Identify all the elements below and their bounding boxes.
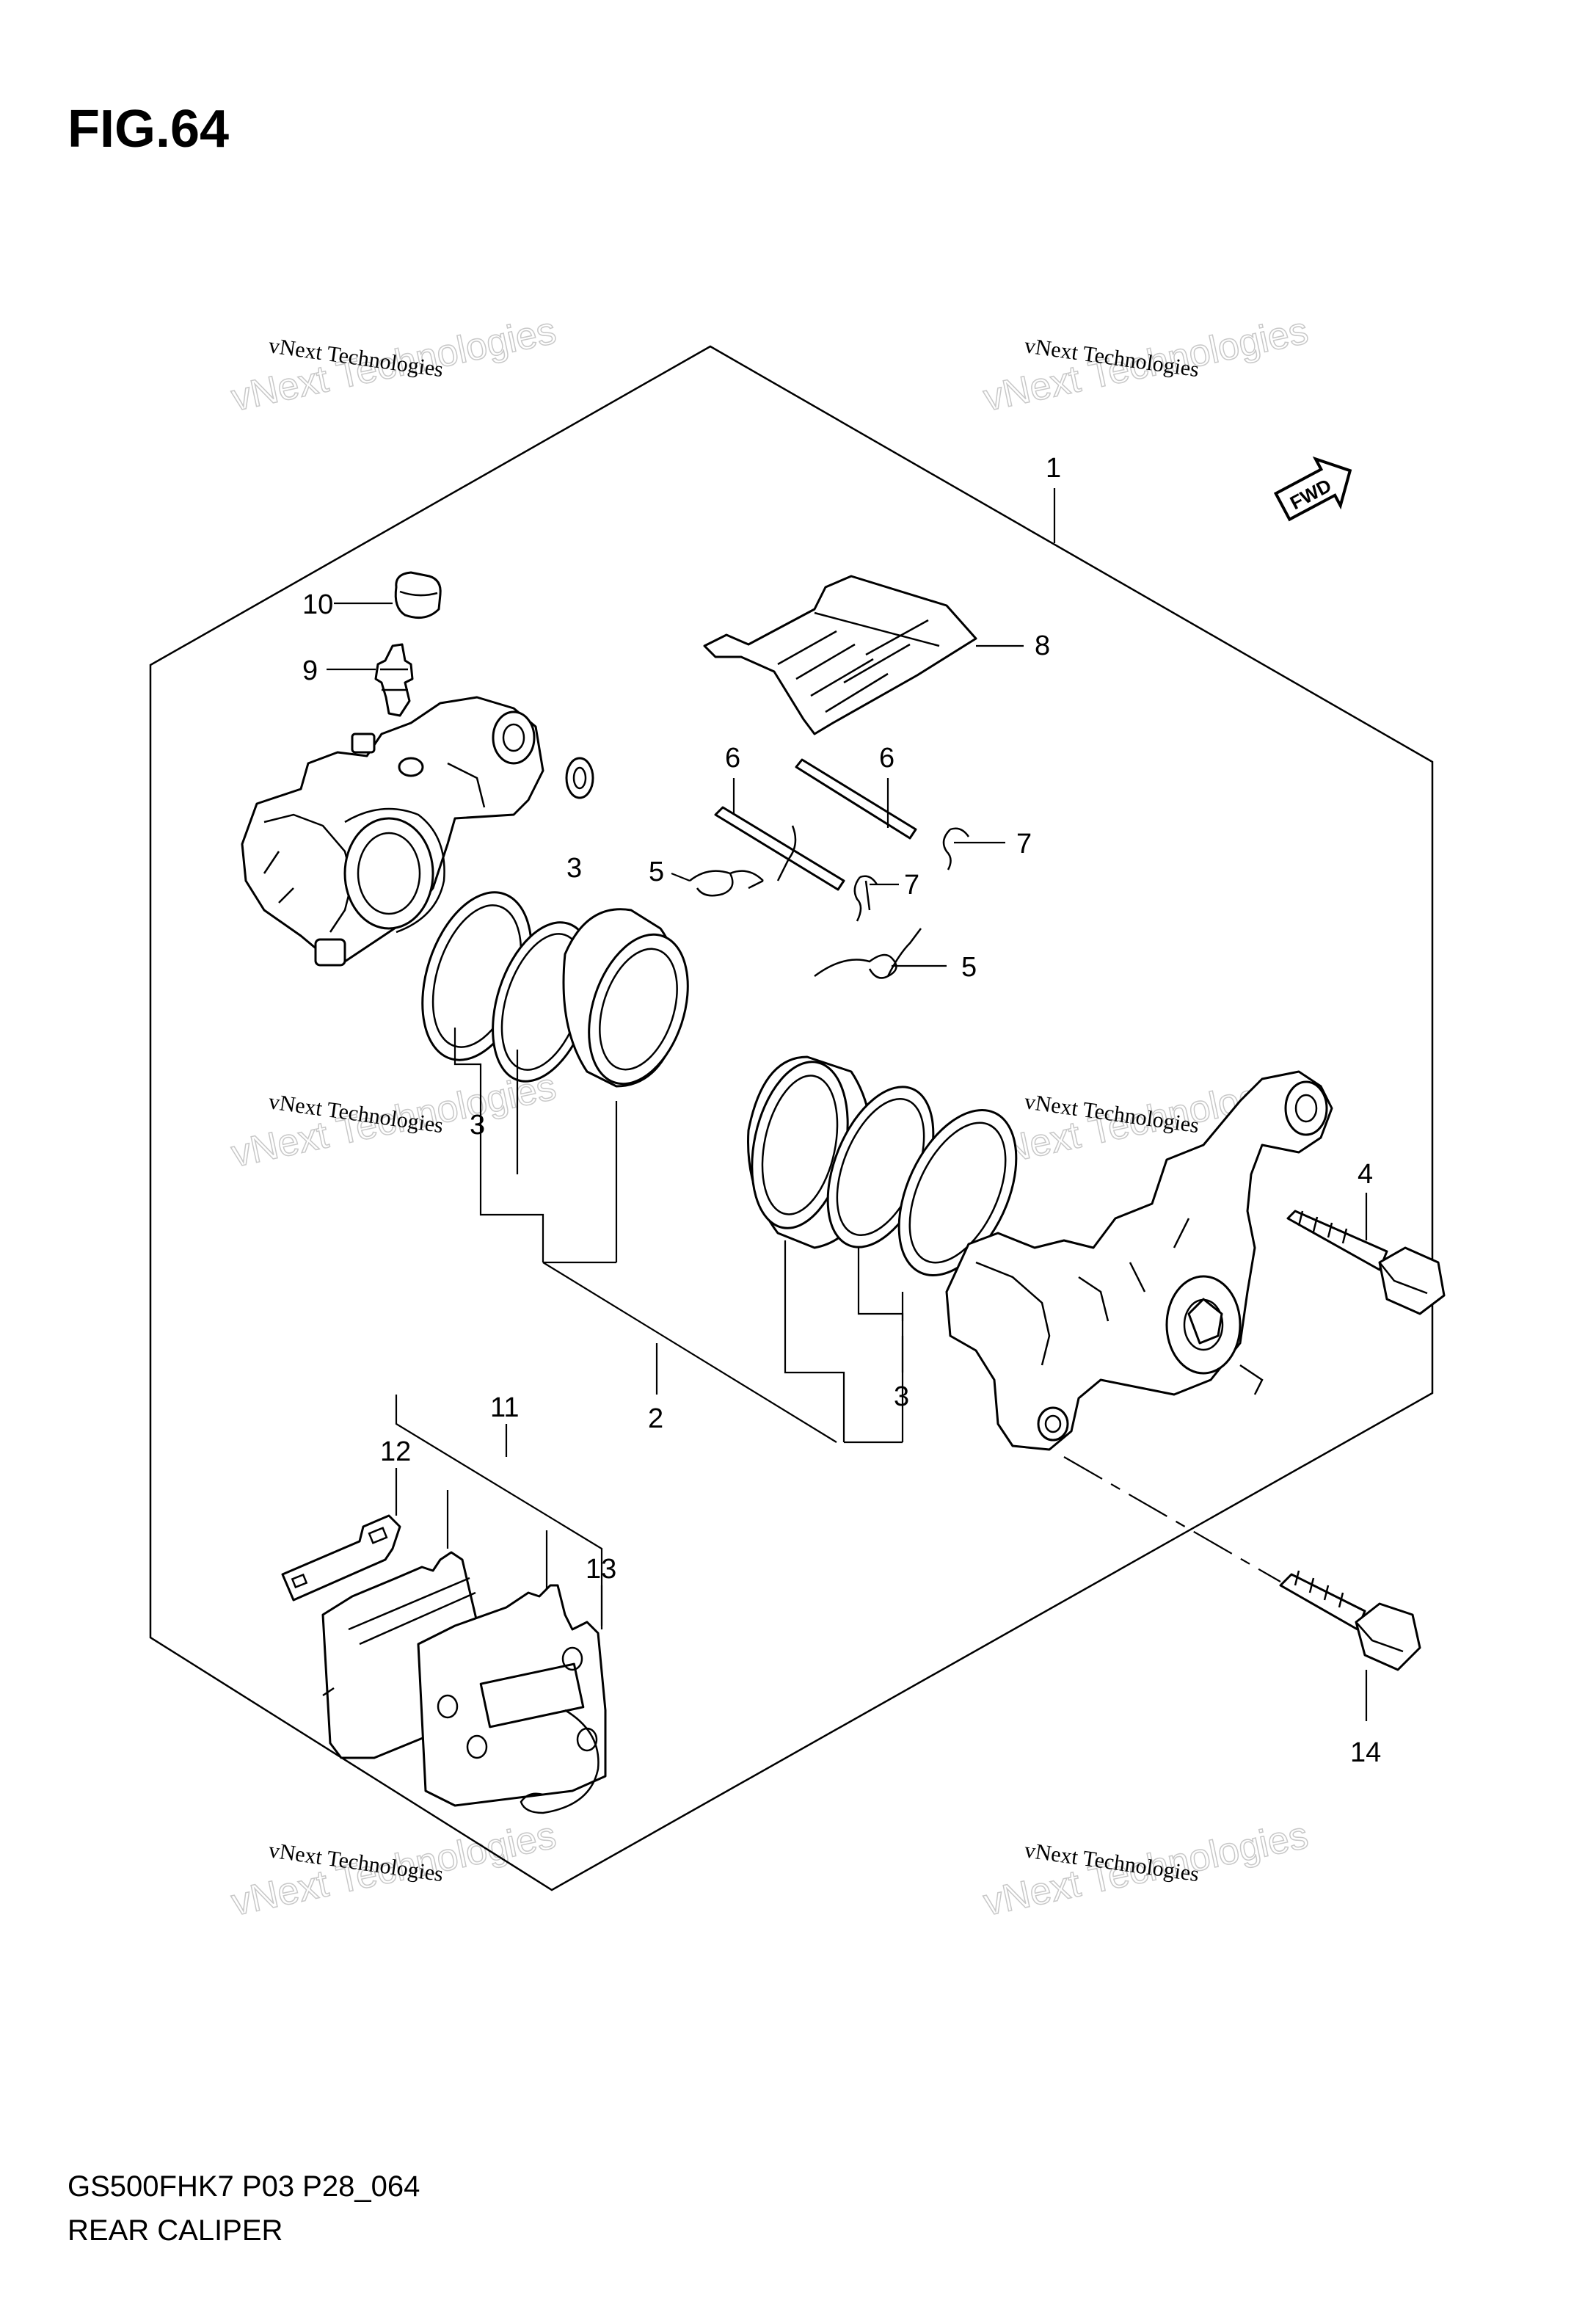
part-slide-pin-bolt <box>1286 1210 1446 1315</box>
callout-14: 14 <box>1350 1737 1381 1768</box>
callout-3-left: 3 <box>470 1110 485 1141</box>
part-pad-anti-rattle-spring <box>520 1709 600 1814</box>
fwd-arrow-icon: FWD <box>1273 456 1352 522</box>
watermark-bottom-left: vNext Technologies vNext Technologies <box>227 1814 561 1925</box>
part-pin-clip-upper <box>689 825 797 897</box>
part-washer-small <box>565 757 594 799</box>
part-bleeder-valve <box>374 643 414 717</box>
part-bleeder-cap <box>394 571 442 619</box>
assembly-outline <box>149 345 1434 1891</box>
part-pad-pin-left <box>714 806 845 891</box>
callout-4: 4 <box>1358 1159 1373 1190</box>
callout-10: 10 <box>302 589 333 620</box>
part-pad-pin-right <box>795 758 917 840</box>
part-piston-left <box>562 908 689 1088</box>
footer-code: GS500FHK7 P03 P28_064 <box>68 2170 420 2203</box>
part-brake-pad-right <box>417 1584 607 1807</box>
part-caliper-body-left <box>241 696 544 967</box>
watermark-middle-left: vNext Technologies vNext Technologies <box>227 1065 561 1177</box>
part-pad-spring <box>703 575 977 735</box>
figure-title: FIG.64 <box>68 100 229 159</box>
callout-7-lower: 7 <box>904 870 919 901</box>
part-r-clip-lower <box>853 875 878 922</box>
part-caliper-bolt <box>1279 1570 1421 1671</box>
callout-11: 11 <box>490 1392 519 1423</box>
callout-5-lower: 5 <box>961 952 977 983</box>
part-seal-dust-right <box>897 1109 1018 1276</box>
callout-6-right: 6 <box>879 743 894 774</box>
callout-8: 8 <box>1035 630 1050 661</box>
callout-3-upper: 3 <box>566 853 582 884</box>
callout-6-left: 6 <box>725 743 740 774</box>
part-caliper-body-right <box>945 1070 1333 1451</box>
callout-12: 12 <box>380 1436 411 1467</box>
part-r-clip-upper <box>942 827 970 870</box>
part-pad-shim <box>281 1514 401 1602</box>
callout-5-upper: 5 <box>649 857 664 887</box>
callout-2: 2 <box>648 1403 663 1434</box>
watermark-top-right: vNext Technologies vNext Technologies <box>980 309 1313 421</box>
callout-7-upper: 7 <box>1016 829 1032 859</box>
callout-13: 13 <box>586 1554 616 1585</box>
callout-1: 1 <box>1046 453 1061 484</box>
callout-3-right: 3 <box>894 1381 909 1412</box>
watermark-top-left: vNext Technologies vNext Technologies <box>227 309 561 421</box>
part-pin-clip-lower <box>814 928 922 979</box>
callout-9: 9 <box>302 655 318 686</box>
watermark-bottom-right: vNext Technologies vNext Technologies <box>980 1814 1313 1925</box>
footer-name: REAR CALIPER <box>68 2214 283 2247</box>
